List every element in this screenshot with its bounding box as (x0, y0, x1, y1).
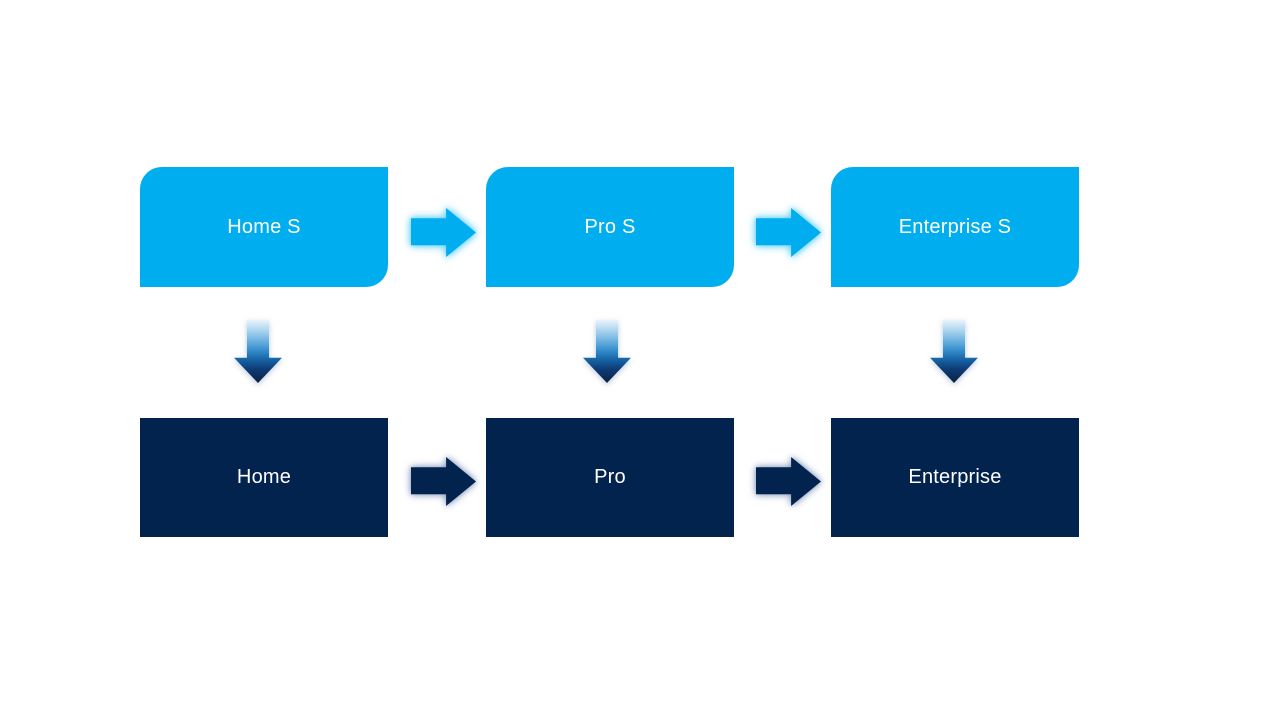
box-enterprise: Enterprise (831, 418, 1079, 537)
right-arrow-icon-pro-s-to-enterprise-s (756, 208, 821, 257)
right-arrow-shape (411, 457, 476, 506)
box-home: Home (140, 418, 388, 537)
down-arrow-icon-pro-s-to-pro (583, 320, 631, 383)
right-arrow-icon-pro-to-enterprise (756, 457, 821, 506)
right-arrow-icon-home-to-pro (411, 457, 476, 506)
right-arrow-shape (756, 208, 821, 257)
down-arrow-shape (234, 320, 282, 383)
right-arrow-shape (411, 208, 476, 257)
right-arrow-icon-home-s-to-pro-s (411, 208, 476, 257)
box-pro-label: Pro (594, 466, 626, 488)
down-arrow-icon-home-s-to-home (234, 320, 282, 383)
box-pro: Pro (486, 418, 734, 537)
box-home-s-label: Home S (227, 215, 301, 238)
right-arrow-shape (756, 457, 821, 506)
box-home-s: Home S (140, 167, 388, 287)
down-arrow-icon-enterprise-s-to-enterprise (930, 320, 978, 383)
down-arrow-shape (930, 320, 978, 383)
box-enterprise-s-label: Enterprise S (898, 215, 1012, 238)
box-home-label: Home (236, 466, 292, 488)
down-arrow-shape (583, 320, 631, 383)
box-pro-s-label: Pro S (584, 215, 636, 238)
box-enterprise-label: Enterprise (908, 466, 1002, 488)
box-pro-s: Pro S (486, 167, 734, 287)
box-enterprise-s: Enterprise S (831, 167, 1079, 287)
